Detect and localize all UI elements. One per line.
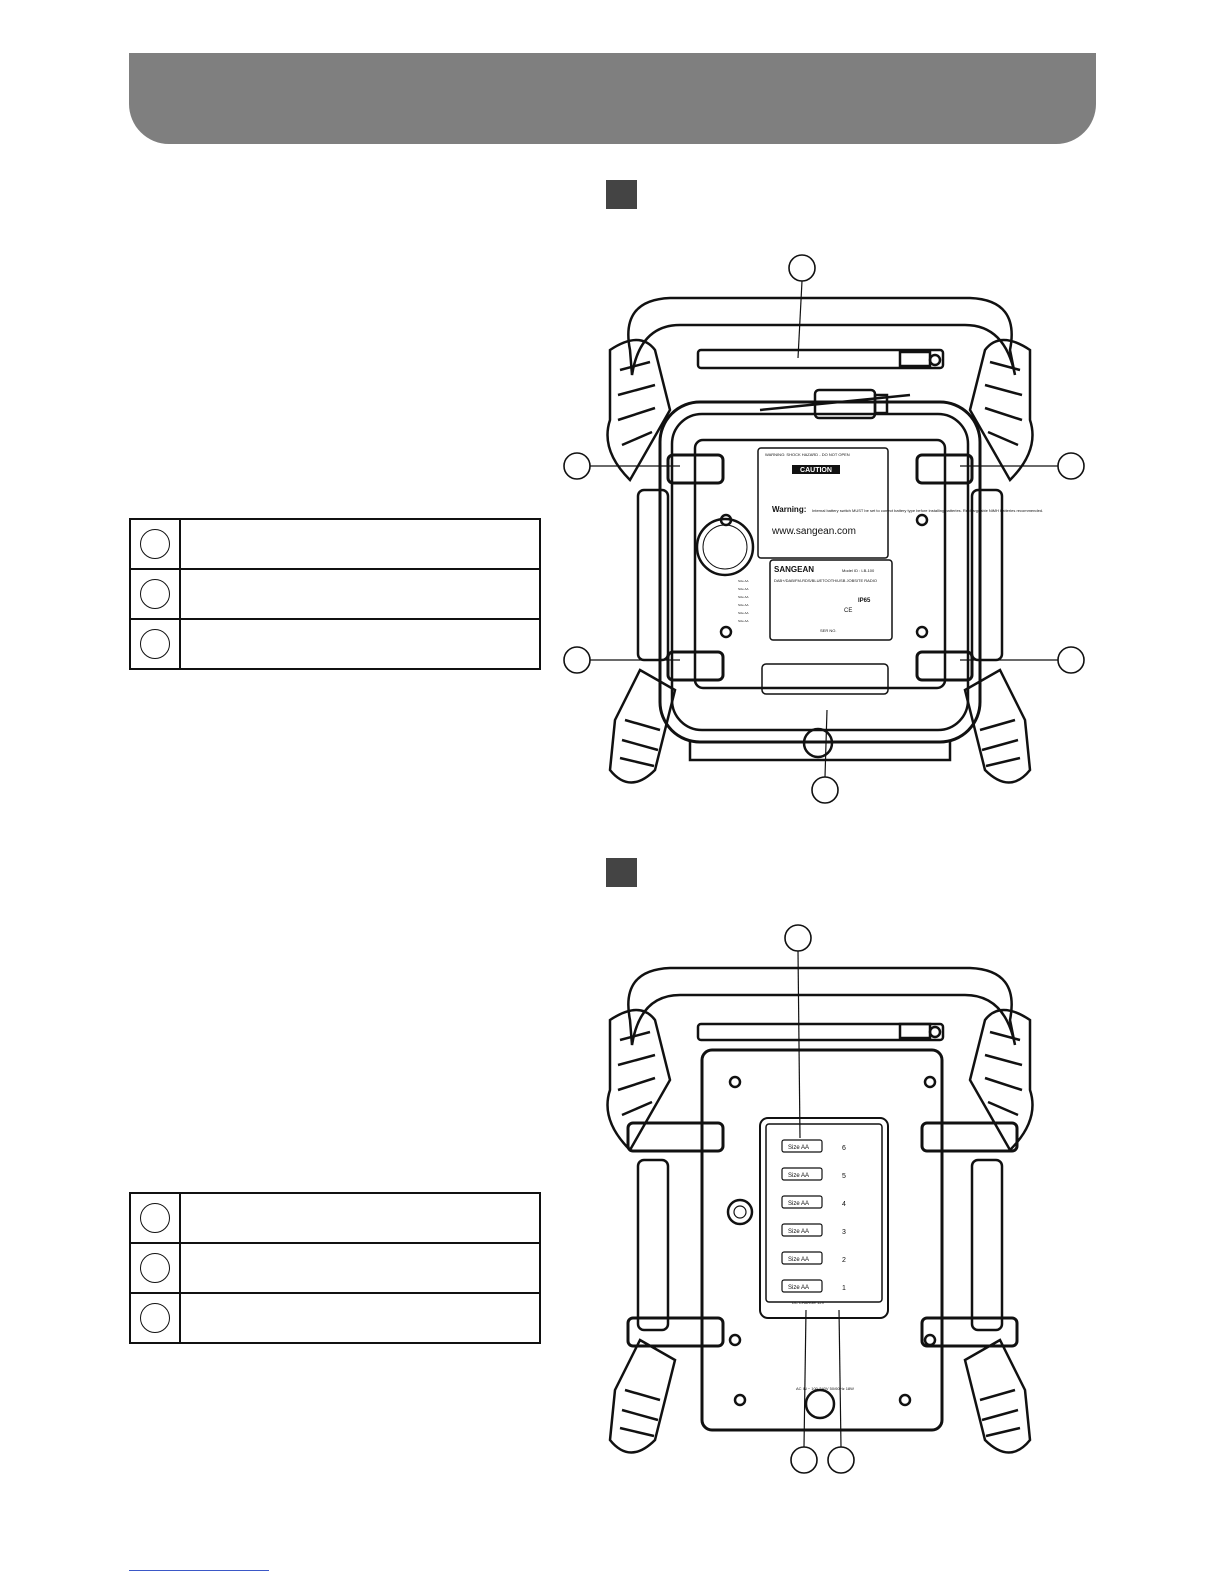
battery-slot-label: Size AA [738, 595, 749, 599]
warning-label: Warning: [772, 505, 806, 514]
callout-circle [140, 1253, 170, 1283]
legend-row [131, 570, 539, 620]
callout-circle [140, 579, 170, 609]
battery-number: 3 [842, 1229, 846, 1236]
legend-row [131, 1294, 539, 1342]
battery-label: Size AA [788, 1285, 809, 1291]
ce-label: CE [844, 608, 852, 614]
battery-slot-label: Size AA [738, 611, 749, 615]
battery-slot-label: Size AA [738, 579, 749, 583]
website-label: www.sangean.com [771, 526, 856, 537]
battery-label: Size AA [788, 1173, 809, 1179]
legend-row [131, 1244, 539, 1294]
callout-circle [140, 1303, 170, 1333]
legend-row [131, 1194, 539, 1244]
product-line-label: DAB+/DAB/FM-RDS/BLUETOOTH/USB JOBSITE RA… [774, 578, 877, 583]
legend-table-top [129, 518, 541, 670]
dc-charge-label: DC CHARGE 12V [792, 1300, 825, 1305]
callout-circle [140, 529, 170, 559]
callout-circle [140, 1203, 170, 1233]
battery-number: 1 [842, 1285, 846, 1292]
brand-label: SANGEAN [774, 565, 814, 574]
serial-label: SER NO. [820, 628, 836, 633]
section-marker-a [606, 180, 637, 209]
battery-label: Size AA [788, 1145, 809, 1151]
battery-slot-label: Size AA [738, 619, 749, 623]
chapter-header-bar [129, 53, 1096, 144]
label-warning-heading: WARNING: SHOCK HAZARD - DO NOT OPEN [765, 452, 850, 457]
battery-label: Size AA [788, 1201, 809, 1207]
battery-number: 5 [842, 1173, 846, 1180]
battery-label: Size AA [788, 1229, 809, 1235]
battery-number: 4 [842, 1201, 846, 1208]
warning-body: Internal battery switch MUST be set to c… [812, 508, 1043, 513]
ac-in-label: AC IN ~ 100-240V 50/60Hz 18W [796, 1386, 854, 1391]
legend-row [131, 520, 539, 570]
legend-row [131, 620, 539, 668]
battery-slot-label: Size AA [738, 587, 749, 591]
radio-rear-diagram-batteries: Size AA Size AA Size AA Size AA Size AA … [606, 924, 1034, 1474]
battery-slot-label: Size AA [738, 603, 749, 607]
radio-rear-diagram-frame: WARNING: SHOCK HAZARD - DO NOT OPEN CAUT… [563, 254, 1085, 804]
battery-label: Size AA [788, 1257, 809, 1263]
battery-number: 6 [842, 1145, 846, 1152]
section-marker-b [606, 858, 637, 887]
ip-rating-label: IP65 [858, 598, 871, 604]
caution-label: CAUTION [800, 467, 832, 474]
model-label: Model ID : LB-100 [842, 568, 875, 573]
legend-table-bottom [129, 1192, 541, 1344]
footer-link-underline[interactable] [129, 1570, 269, 1571]
callout-circle [140, 629, 170, 659]
battery-number: 2 [842, 1257, 846, 1264]
